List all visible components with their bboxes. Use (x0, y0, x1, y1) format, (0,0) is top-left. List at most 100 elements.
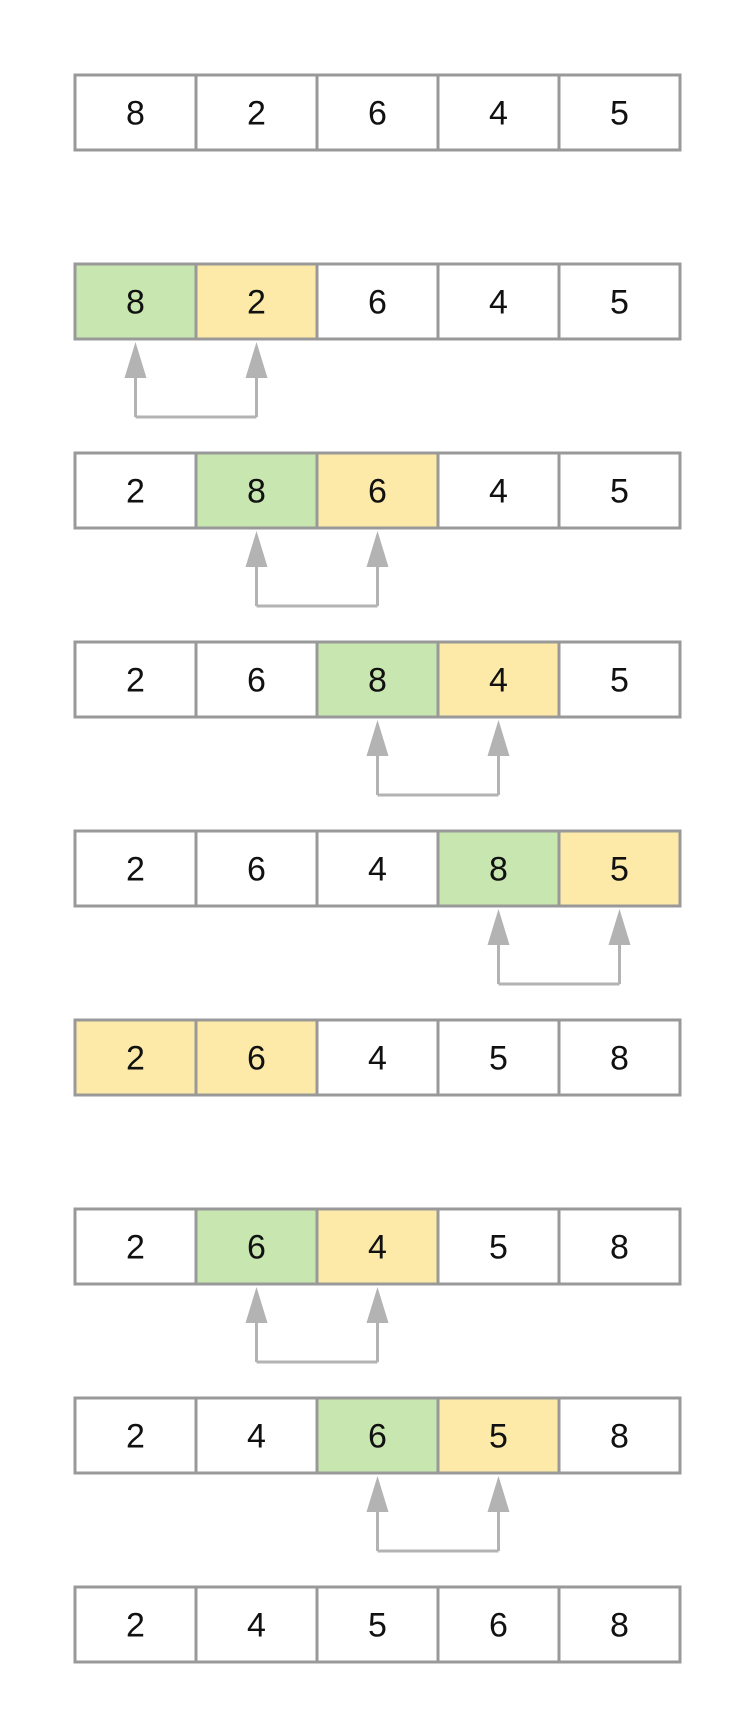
array-cell (557, 1018, 682, 1097)
cell-value: 6 (247, 1040, 266, 1078)
cell-value: 4 (368, 1229, 387, 1267)
array-row: 2 6 4 8 5 (73, 829, 682, 986)
array-cell (315, 451, 440, 530)
cell-value: 4 (489, 473, 508, 511)
array-cell (194, 1018, 319, 1097)
array-cell (557, 1207, 682, 1286)
arrow-head (245, 531, 268, 567)
cell-value: 6 (247, 1229, 266, 1267)
cell-value: 8 (247, 473, 266, 511)
arrow-head (487, 909, 510, 945)
array-cell (557, 262, 682, 341)
array-row: 2 8 6 4 5 (73, 451, 682, 608)
cell-value: 5 (489, 1418, 508, 1456)
array-cell (315, 1396, 440, 1475)
arrow-head (487, 720, 510, 756)
arrow-head (608, 909, 631, 945)
array-cell (194, 1396, 319, 1475)
arrow-head (366, 1476, 389, 1512)
array-cell (436, 451, 561, 530)
array-cell (315, 73, 440, 152)
cell-value: 6 (368, 1418, 387, 1456)
array-cell (194, 262, 319, 341)
array-cell (194, 1585, 319, 1664)
cell-value: 5 (368, 1607, 387, 1645)
array-cell (73, 1018, 198, 1097)
array-cell (194, 640, 319, 719)
cell-value: 4 (489, 662, 508, 700)
array-cell (73, 262, 198, 341)
cell-value: 2 (247, 284, 266, 322)
array-cell (73, 1585, 198, 1664)
array-cell (73, 1207, 198, 1286)
array-cell (73, 451, 198, 530)
cell-value: 4 (368, 1040, 387, 1078)
cell-value: 5 (610, 95, 629, 133)
arrow-head (487, 1476, 510, 1512)
array-row: 8 2 6 4 5 (73, 73, 682, 152)
array-row: 2 4 6 5 8 (73, 1396, 682, 1553)
cell-value: 8 (126, 95, 145, 133)
cell-value: 8 (610, 1040, 629, 1078)
array-cell (557, 73, 682, 152)
arrow-head (366, 720, 389, 756)
cell-value: 8 (489, 851, 508, 889)
array-cell (557, 1585, 682, 1664)
array-row: 2 6 4 5 8 (73, 1207, 682, 1364)
arrow-head (245, 342, 268, 378)
arrow-head (366, 531, 389, 567)
cell-value: 6 (368, 473, 387, 511)
cell-value: 2 (126, 1418, 145, 1456)
cell-value: 2 (247, 95, 266, 133)
array-cell (194, 451, 319, 530)
arrow-head (124, 342, 147, 378)
cell-value: 8 (610, 1229, 629, 1267)
array-cell (73, 73, 198, 152)
cell-value: 5 (610, 662, 629, 700)
cell-value: 2 (126, 473, 145, 511)
cell-value: 2 (126, 662, 145, 700)
cell-value: 5 (489, 1229, 508, 1267)
array-cell (436, 262, 561, 341)
array-cell (436, 1585, 561, 1664)
cell-value: 6 (247, 851, 266, 889)
array-cell (436, 1018, 561, 1097)
array-cell (73, 829, 198, 908)
array-cell (194, 1207, 319, 1286)
arrow-head (245, 1287, 268, 1323)
cell-value: 4 (247, 1607, 266, 1645)
arrow-head (366, 1287, 389, 1323)
array-cell (557, 640, 682, 719)
cell-value: 4 (247, 1418, 266, 1456)
cell-value: 6 (247, 662, 266, 700)
array-cell (194, 829, 319, 908)
array-row: 2 6 4 5 8 (73, 1018, 682, 1097)
cell-value: 5 (610, 473, 629, 511)
cell-value: 5 (610, 284, 629, 322)
cell-value: 8 (610, 1607, 629, 1645)
array-cell (315, 640, 440, 719)
cell-value: 5 (489, 1040, 508, 1078)
cell-value: 8 (610, 1418, 629, 1456)
array-cell (315, 262, 440, 341)
cell-value: 4 (489, 95, 508, 133)
cell-value: 5 (610, 851, 629, 889)
array-cell (194, 73, 319, 152)
array-cell (315, 1207, 440, 1286)
array-cell (315, 829, 440, 908)
cell-value: 4 (368, 851, 387, 889)
array-cell (557, 829, 682, 908)
cell-value: 8 (126, 284, 145, 322)
cell-value: 6 (489, 1607, 508, 1645)
cell-value: 8 (368, 662, 387, 700)
array-row: 2 6 8 4 5 (73, 640, 682, 797)
cell-value: 2 (126, 1040, 145, 1078)
cell-value: 2 (126, 1229, 145, 1267)
array-cell (557, 451, 682, 530)
cell-value: 2 (126, 851, 145, 889)
cell-value: 6 (368, 95, 387, 133)
cell-value: 6 (368, 284, 387, 322)
